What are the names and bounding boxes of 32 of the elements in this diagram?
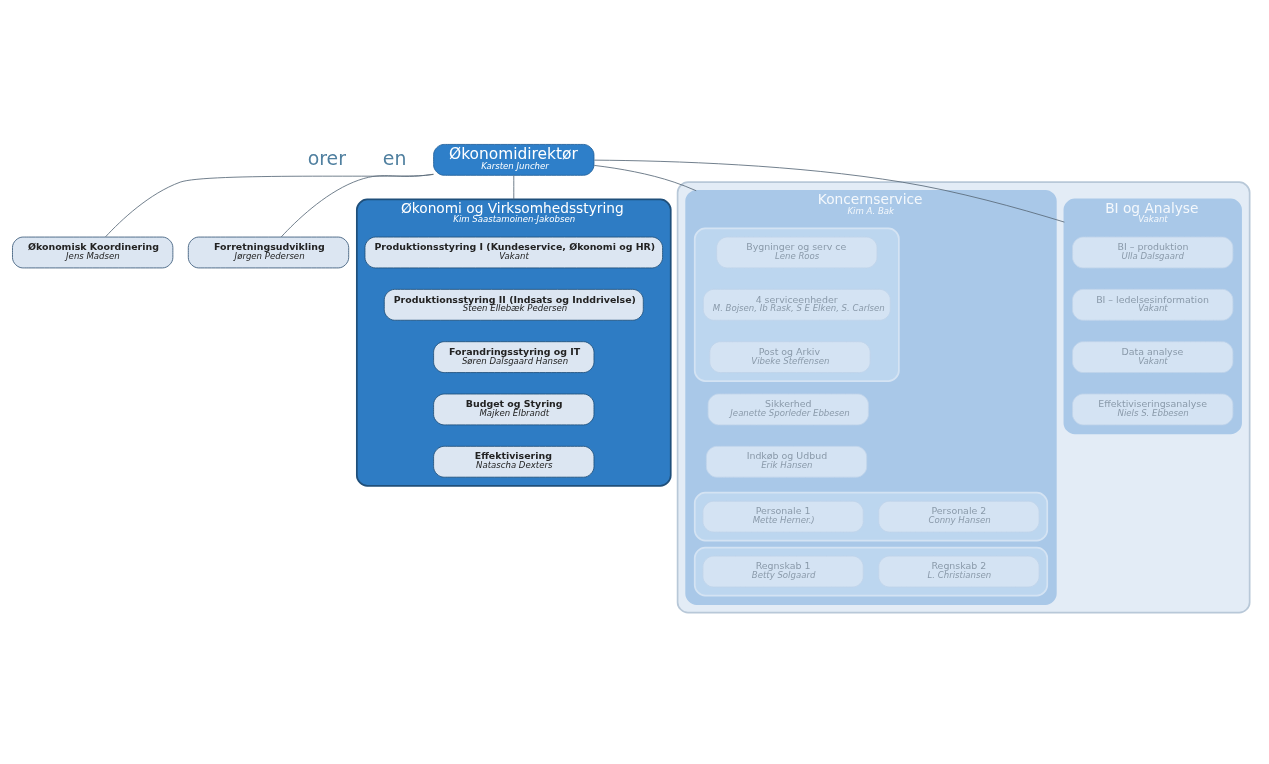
node-box: Produktionsstyring II (Indsats og Inddrivelse) Steen Ellebæk Pedersen [383,288,644,321]
cluster [676,181,1251,614]
node-box: Budget og Styring Majken Elbrandt [433,393,595,426]
node-box: Post og Arkiv Vibeke Steffensen [709,341,871,373]
node-box: Personale 2 Conny Hansen [878,500,1040,533]
connector [593,159,1065,223]
node-box: Bygninger og serv ce Lene Roos [716,236,878,269]
connector [593,165,697,192]
node-box: Personale 1 Mette Herner.) [702,500,864,533]
node-box: Effektiviseringsanalyse Niels S. Ebbesen [1072,393,1234,426]
node-box: Sikkerhed Jeanette Sporleder Ebbesen [707,393,869,426]
connector [513,174,515,200]
cluster [693,546,1049,597]
node-box: Data analyse Vakant [1072,341,1234,373]
label: en [382,146,407,169]
cluster [693,227,900,382]
connector [105,174,434,238]
node-box: Økonomidirektør Karsten Juncher [433,144,595,176]
node-box: BI – produktion Ulla Dalsgaard [1072,236,1234,269]
node-box: Økonomisk Koordinering Jens Madsen [12,236,174,269]
node-box: Indkøb og Udbud Erik Hansen [705,445,868,478]
node-box: Produktionsstyring I (Kundeservice, Økonomi og HR) Vakant [364,236,663,269]
node-box: BI – ledelsesinformation Vakant [1072,288,1234,321]
cluster [693,491,1049,542]
node-box: 4 serviceenheder M. Bojsen, Ib Rask, S E Elken, S. Carlsen [702,288,891,321]
node-box: Forandringsstyring og IT Søren Dalsgaard Hansen [433,341,595,373]
node-box: Forretningsudvikling Jørgen Pedersen [187,236,350,269]
node-box: Regnskab 1 Betty Solgaard [702,555,864,588]
connector [280,173,434,238]
label: orer [307,146,346,169]
node-box: Regnskab 2 L. Christiansen [878,555,1040,588]
node-box: Effektivisering Natascha Dexters [433,445,595,478]
